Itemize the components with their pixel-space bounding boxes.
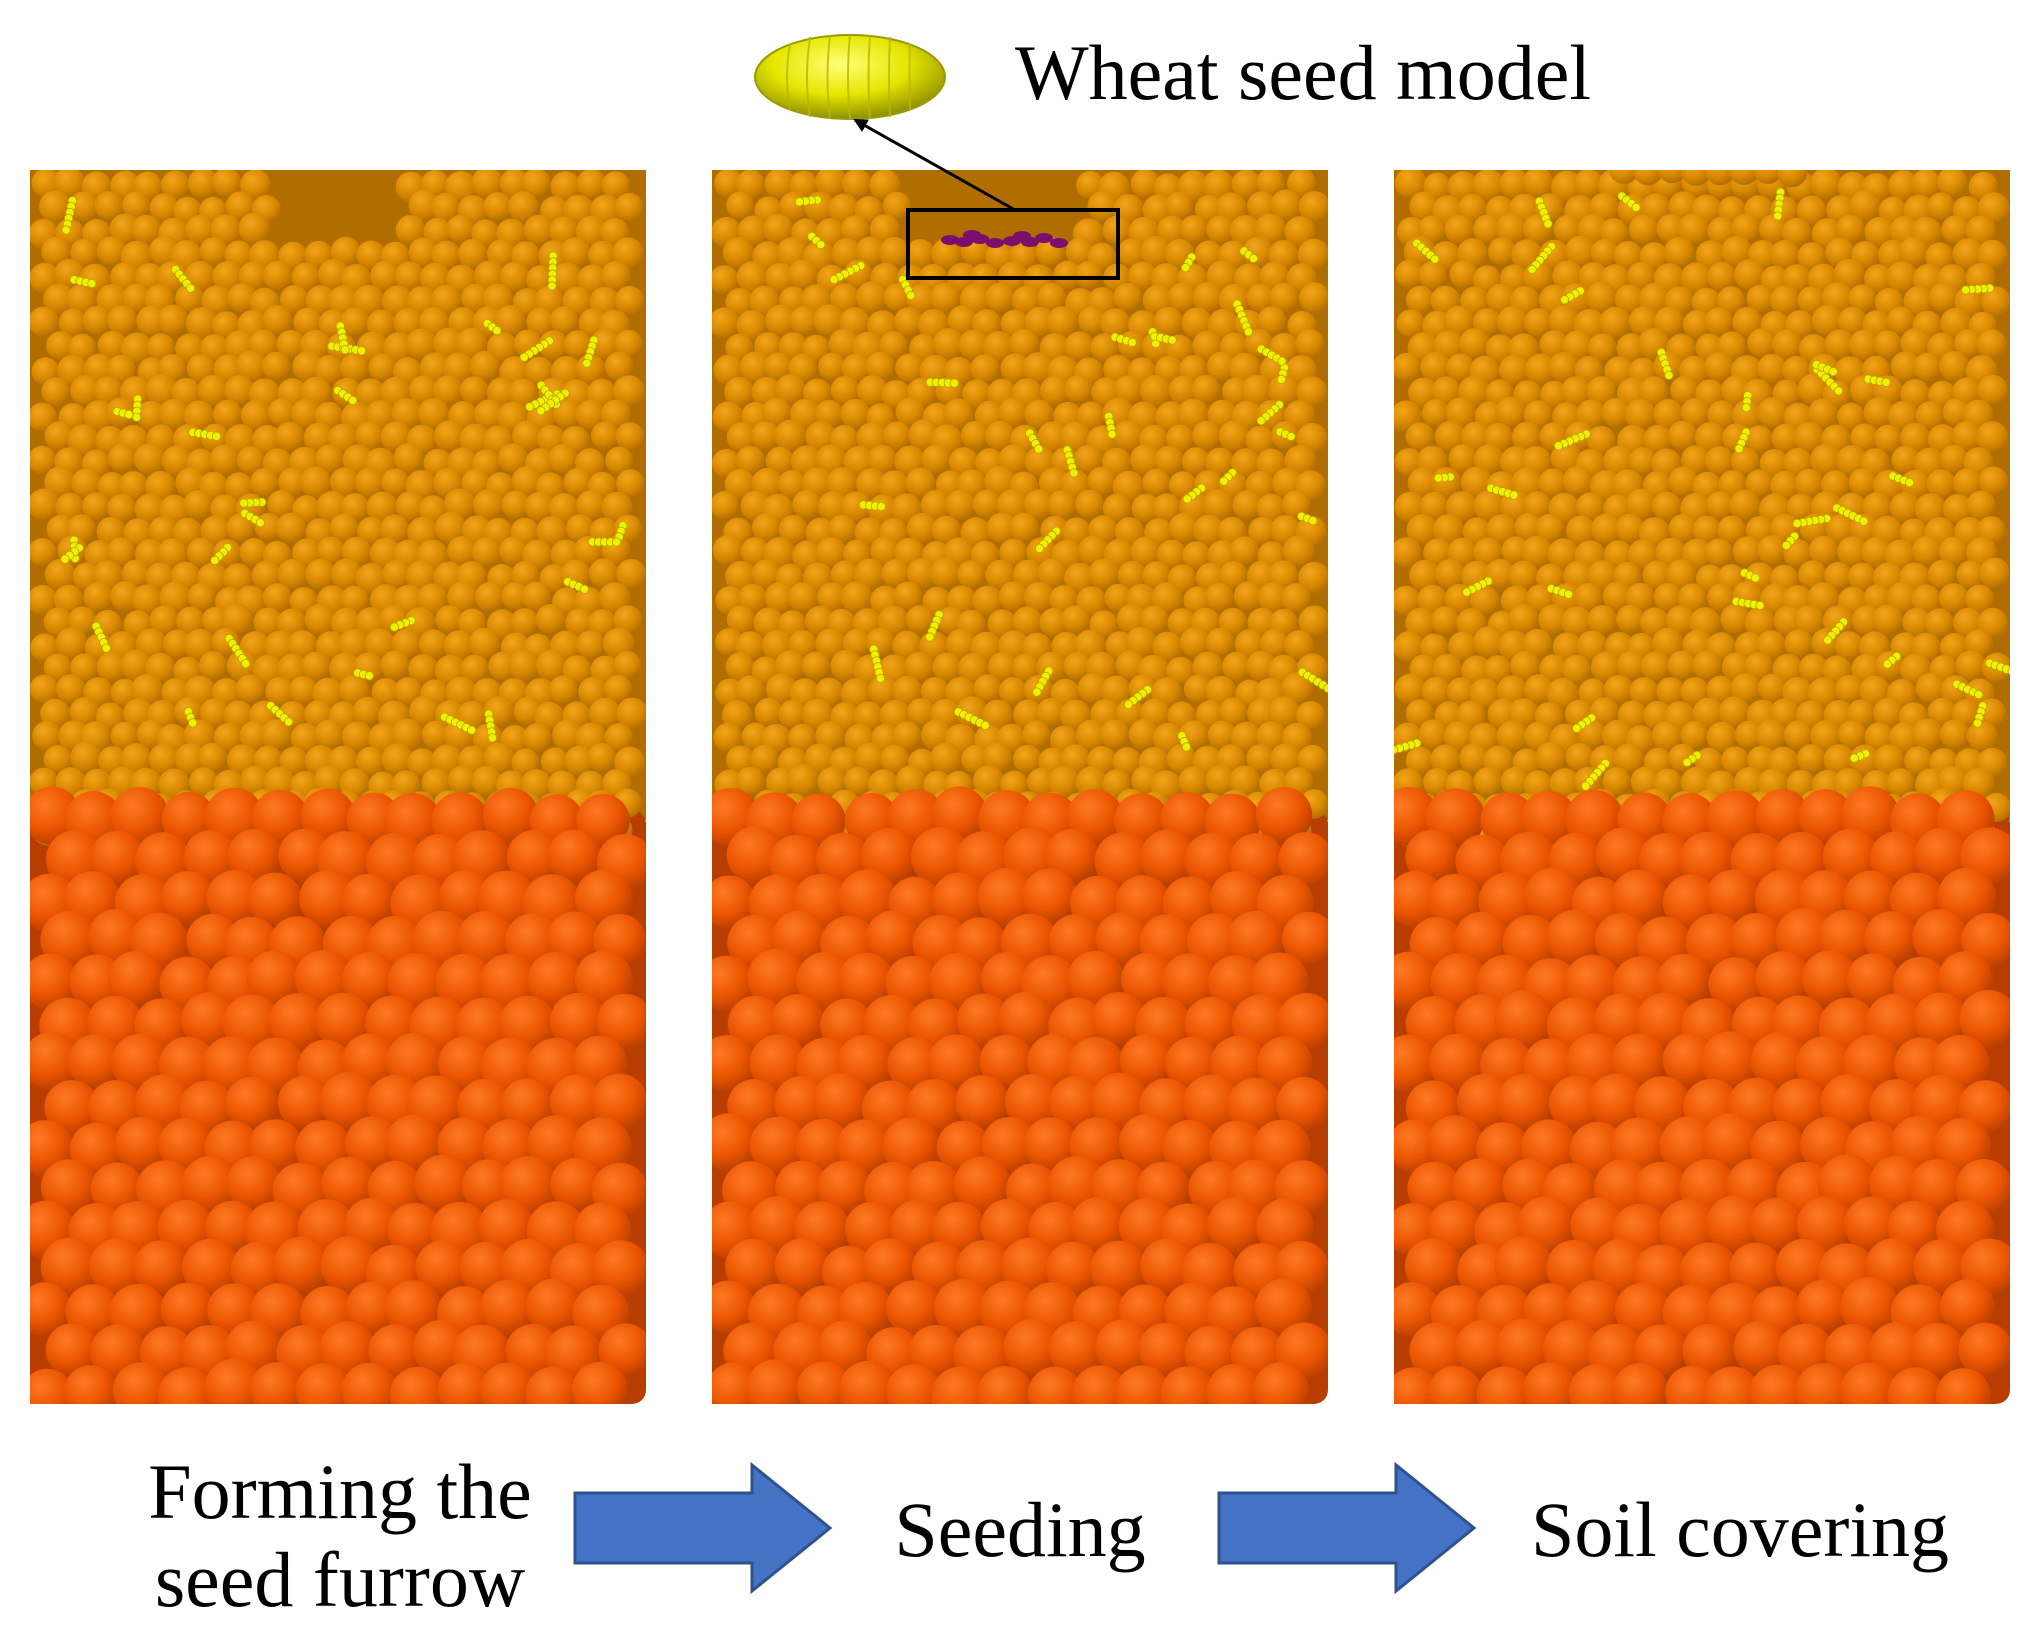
subsoil-particles	[1394, 786, 2010, 1404]
soil-bin-covered	[1394, 170, 2010, 1404]
wheat-seed-model-icon	[754, 34, 946, 120]
straw-residue	[1394, 187, 2010, 791]
wheat-seed-model-label: Wheat seed model	[1015, 29, 1592, 116]
soil-bin-seeding	[712, 170, 1328, 1404]
panel-forming-furrow	[30, 170, 646, 1404]
panel-seeding	[712, 170, 1328, 1404]
subsoil-particles	[712, 786, 1328, 1404]
step-label-line-1: Forming the	[148, 1448, 532, 1535]
subsoil-particles	[30, 786, 646, 1404]
step-label-seeding: Seeding	[894, 1486, 1146, 1573]
straw-residue	[60, 196, 628, 743]
step-label-line-2: seed furrow	[154, 1536, 526, 1624]
step-label-forming-furrow: Forming the seed furrow	[125, 1448, 555, 1624]
straw-residue	[794, 195, 1328, 752]
seed-callout-box	[906, 208, 1120, 280]
soil-bin-furrow-formed	[30, 170, 646, 1404]
panel-soil-covering	[1394, 170, 2010, 1404]
seeds-in-furrow	[941, 230, 1068, 248]
flow-arrow-1	[573, 1462, 833, 1594]
flow-arrow-2	[1217, 1462, 1477, 1594]
seed-callout-pointer	[853, 118, 1016, 212]
step-label-soil-covering: Soil covering	[1530, 1486, 1950, 1573]
